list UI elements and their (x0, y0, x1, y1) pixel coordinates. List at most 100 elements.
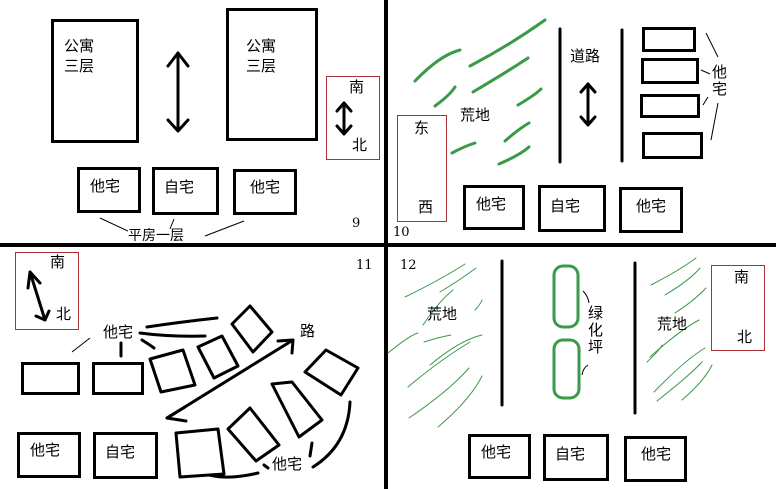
road-edge-top-2 (138, 331, 207, 338)
house-other-2-label: 他宅 (636, 197, 667, 215)
leader-line (700, 69, 711, 75)
house-other-label: 他宅 (30, 441, 61, 459)
curved-houses (148, 304, 360, 479)
grass-stroke (422, 289, 454, 326)
grass-stroke (387, 332, 419, 354)
road-arrow-head-lower (165, 405, 188, 423)
curved-house (226, 406, 281, 463)
leader-line (710, 102, 719, 141)
road-arrow-shaft (165, 338, 295, 420)
grass-stroke (468, 18, 547, 68)
grass-stroke (674, 287, 707, 314)
apartment-right-label-2: 三层 (246, 57, 277, 75)
panel-number: 12 (400, 258, 417, 273)
top-houses-label: 他宅 (103, 323, 134, 341)
panel-number: 9 (352, 216, 361, 231)
grass-stroke (433, 85, 457, 108)
house-other-2-label: 他宅 (641, 445, 672, 463)
curved-house (230, 304, 274, 354)
house-own (93, 432, 158, 479)
side-house-1 (642, 27, 696, 52)
arrow-head-up (166, 51, 190, 68)
compass-box (326, 76, 380, 160)
grass-stroke (423, 334, 452, 343)
house-other-1-label: 他宅 (481, 443, 512, 461)
grass-stroke (650, 257, 697, 286)
curved-house (196, 334, 240, 380)
house-other-1-label: 他宅 (476, 195, 507, 213)
house-other-1 (463, 185, 525, 230)
row-house-2 (92, 362, 144, 395)
compass-south: 南 (734, 268, 750, 286)
wasteland-left-label: 荒地 (427, 305, 458, 323)
road-arrow-head-upper (276, 338, 295, 355)
house-other-1-label: 他宅 (90, 177, 121, 195)
house-own-label: 自宅 (550, 197, 581, 215)
lawn-label: 绿化坪 (586, 305, 604, 356)
grass-stroke (649, 319, 700, 358)
road-arrow-up (579, 82, 597, 94)
house-own (538, 185, 606, 232)
house-own-label: 自宅 (555, 445, 586, 463)
road-edge-bottom-2 (308, 441, 314, 458)
house-other-1 (77, 167, 141, 213)
curved-house (174, 427, 226, 479)
house-other-2-label: 他宅 (250, 178, 281, 196)
grass-stroke (664, 267, 701, 296)
road-edge-bottom-3 (207, 471, 260, 479)
house-other-2 (624, 436, 687, 482)
road-label: 路 (300, 322, 316, 340)
grass-stroke (413, 48, 462, 83)
curved-house (303, 348, 360, 397)
arrow-head-down (166, 118, 190, 133)
leader-line (581, 364, 589, 376)
house-other-2 (233, 169, 297, 215)
compass-west: 西 (418, 198, 434, 216)
compass-north: 北 (56, 305, 72, 323)
compass-south: 南 (50, 253, 66, 271)
compass-east: 东 (414, 119, 430, 137)
house-other-1 (468, 434, 531, 479)
house-own-label: 自宅 (105, 443, 136, 461)
compass-arrow-shaft (28, 270, 47, 322)
house-other (17, 432, 81, 478)
grass-stroke (497, 145, 531, 166)
lawn-lower (552, 338, 581, 400)
apartment-left-label-1: 公寓 (64, 37, 95, 55)
compass-north: 北 (352, 136, 368, 154)
grass-stroke (474, 299, 483, 311)
side-house-2 (641, 58, 699, 84)
road-edge-bottom-4 (262, 463, 270, 470)
compass-north: 北 (737, 328, 753, 346)
apartment-right-label-1: 公寓 (246, 37, 277, 55)
compass-box (711, 265, 765, 351)
road-label: 道路 (570, 47, 601, 65)
wasteland-grass (413, 18, 547, 166)
apartment-left (51, 19, 139, 143)
grass-stroke (503, 121, 531, 143)
road-edge-top-3 (140, 338, 156, 350)
grass-stroke (681, 364, 713, 401)
compass-arrow-up (335, 101, 353, 113)
curved-house (148, 348, 197, 394)
wasteland-label: 荒地 (460, 106, 491, 124)
leader-line (702, 96, 709, 106)
leader-line (705, 32, 719, 58)
grass-stroke (471, 56, 530, 94)
apartment-right (226, 8, 318, 141)
compass-arrow-down (335, 124, 353, 136)
wasteland-right-label: 荒地 (657, 315, 688, 333)
grass-stroke (407, 341, 471, 388)
house-own (152, 167, 219, 215)
lawn-upper (552, 264, 580, 329)
grass-stroke (439, 267, 477, 293)
panel-number: 11 (356, 258, 373, 273)
road-edge-top-1 (145, 316, 219, 329)
grass-stroke (653, 347, 706, 393)
bottom-houses-label: 他宅 (272, 455, 303, 473)
house-other-2 (619, 187, 683, 233)
road-arrow-down (579, 115, 597, 127)
apartment-left-label-2: 三层 (64, 57, 95, 75)
grass-stroke (408, 367, 470, 419)
